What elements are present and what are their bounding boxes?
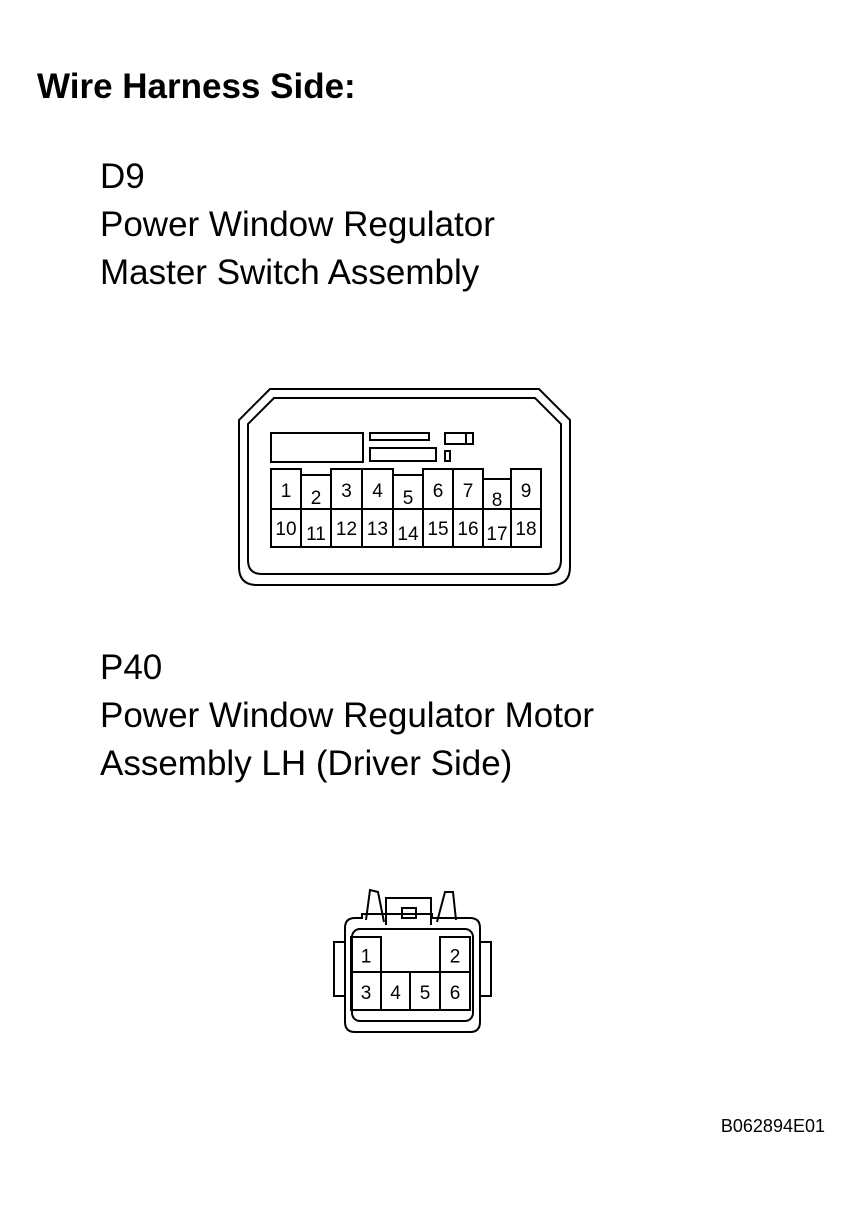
p40-connector-label: P40 Power Window Regulator Motor Assembl… [100, 644, 594, 788]
p40-pin-label: 4 [390, 983, 401, 1004]
page-heading: Wire Harness Side: [37, 67, 356, 106]
d9-connector [238, 388, 571, 586]
p40-pin-label: 1 [361, 947, 372, 968]
d9-key-slot-d [444, 450, 451, 462]
d9-name-line2: Master Switch Assembly [100, 253, 480, 292]
p40-outer-shell [344, 913, 481, 1033]
p40-pin-label: 3 [361, 983, 372, 1004]
d9-pin-label: 1 [281, 481, 292, 502]
d9-pin-label: 15 [427, 519, 448, 540]
d9-pin-cells [270, 468, 542, 548]
d9-pin-label: 10 [275, 519, 296, 540]
d9-pin-label: 8 [492, 490, 503, 511]
d9-label-window [270, 432, 364, 463]
figure-code: B062894E01 [720, 1116, 825, 1136]
p40-pin-cell [439, 971, 471, 1011]
d9-pin-label: 2 [311, 488, 322, 509]
d9-pin-label: 5 [403, 488, 414, 509]
p40-pin-label: 5 [420, 983, 431, 1004]
p40-inner-frame [351, 928, 474, 1022]
p40-left-tab [333, 941, 346, 997]
p40-name-line1: Power Window Regulator Motor [100, 696, 595, 735]
d9-pin-label: 9 [521, 481, 532, 502]
d9-pin-label: 13 [367, 519, 388, 540]
p40-center-key [385, 897, 432, 925]
d9-pin-label: 12 [336, 519, 357, 540]
d9-outer-shell [238, 388, 571, 586]
d9-pin-label: 7 [463, 481, 474, 502]
p40-right-tab [479, 941, 492, 997]
p40-left-latch [365, 888, 385, 923]
p40-connector [333, 888, 492, 1033]
d9-key-slot-c [369, 447, 437, 462]
d9-pin-label: 6 [433, 481, 444, 502]
p40-pin-label: 2 [450, 947, 461, 968]
d9-pin-label: 18 [515, 519, 536, 540]
p40-center-key-block [401, 907, 417, 919]
p40-name-line2: Assembly LH (Driver Side) [100, 744, 513, 783]
d9-name-line1: Power Window Regulator [100, 205, 495, 244]
p40-pin-cells [350, 936, 471, 1011]
d9-key-slot-b [444, 432, 474, 445]
d9-key-slot-a [369, 432, 430, 441]
d9-pin-label: 4 [372, 481, 383, 502]
d9-pin-label: 14 [397, 524, 419, 545]
p40-right-latch [436, 891, 457, 923]
d9-pin-label: 17 [486, 524, 507, 545]
d9-code: D9 [100, 157, 145, 196]
d9-pin-label: 11 [306, 524, 326, 545]
p40-code: P40 [100, 648, 163, 687]
d9-pin-label: 3 [341, 481, 352, 502]
d9-pin-label: 16 [457, 519, 478, 540]
d9-inner-shell [247, 397, 562, 575]
d9-connector-label: D9 Power Window Regulator Master Switch … [100, 153, 495, 297]
d9-pin-labels: 1 10 2 11 3 12 4 13 5 14 6 15 7 16 8 17 9 18 [275, 481, 536, 545]
p40-pin-label: 6 [450, 983, 461, 1004]
d9-pin-cell [510, 508, 542, 548]
